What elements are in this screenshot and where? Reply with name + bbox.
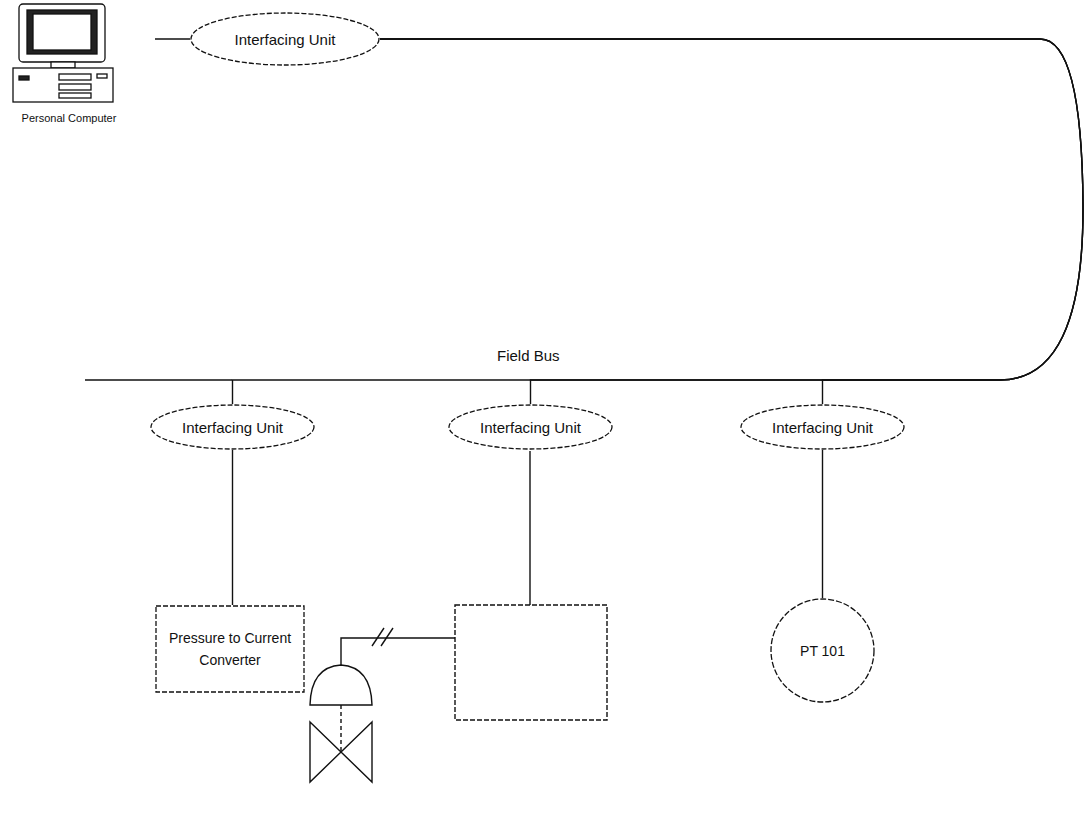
connector-line (380, 39, 1083, 404)
ellipse-border (449, 405, 612, 449)
bus-label: Field Bus (497, 347, 560, 364)
control-valve (310, 665, 372, 782)
computer-node: Personal Computer (5, 2, 133, 124)
connector-line (155, 38, 190, 39)
node-text: PT 101 (800, 641, 845, 661)
computer-icon (13, 4, 113, 102)
signal-hash (381, 628, 393, 646)
interface-ellipse: Interfacing Unit (190, 12, 380, 66)
process-box: Pressure to Current Converter (155, 605, 305, 693)
interface-ellipse: Interfacing Unit (448, 404, 613, 450)
controller-box (455, 605, 607, 720)
node-text: Interfacing Unit (772, 419, 873, 436)
pc-outline (5, 2, 133, 124)
node-text: Personal Computer (22, 112, 117, 124)
drop-line (529, 451, 530, 605)
instrument-bubble: PT 101 (770, 598, 875, 703)
connector-line (233, 39, 1084, 404)
ellipse-border (741, 405, 904, 449)
ellipse-border (151, 405, 314, 449)
circle-border (771, 599, 874, 702)
ellipse-border (191, 13, 379, 65)
pneumatic-signal (341, 638, 455, 665)
rect-border (156, 606, 304, 692)
interface-ellipse: Interfacing Unit (150, 404, 315, 450)
bus-stub (85, 379, 232, 380)
node-text: Interfacing Unit (182, 419, 283, 436)
connector-line (232, 450, 233, 605)
node-text: Interfacing Unit (235, 31, 336, 48)
connector-line (822, 450, 823, 598)
connector-line (380, 39, 1083, 404)
rect-outline (155, 605, 305, 693)
interface-ellipse: Interfacing Unit (740, 404, 905, 450)
node-text: Interfacing Unit (480, 419, 581, 436)
node-text: Pressure to Current Converter (165, 627, 295, 671)
